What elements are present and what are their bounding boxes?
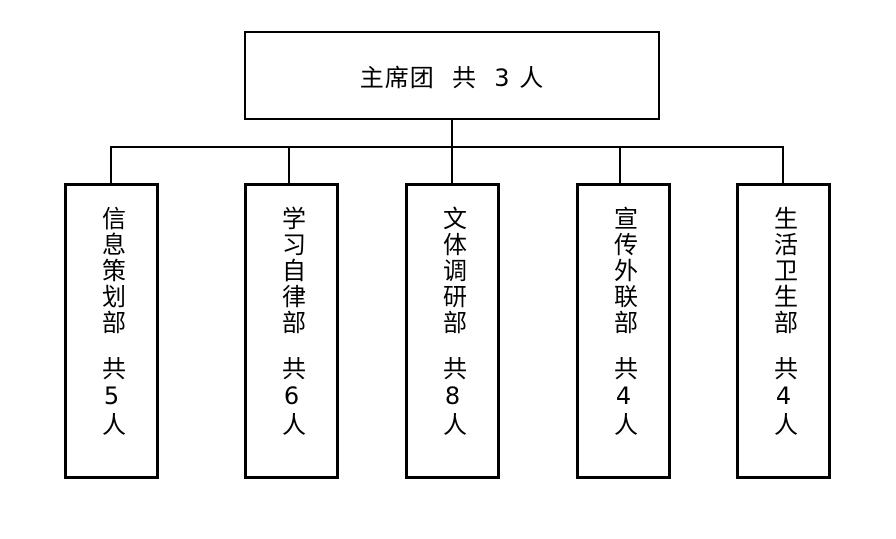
dept-node-study-discipline: 学习自律部 共6人	[244, 183, 339, 479]
dept-name: 宣传外联部	[609, 206, 638, 336]
dept-name: 信息策划部	[97, 206, 126, 336]
dept-member-count: 共4人	[609, 356, 638, 438]
root-node-label: 主席团 共 3 人	[359, 64, 545, 92]
dept-node-sports-research: 文体调研部 共8人	[405, 183, 500, 479]
dept-node-info-planning: 信息策划部 共5人	[64, 183, 159, 479]
dept-member-count: 共4人	[769, 356, 798, 438]
dept-name: 生活卫生部	[769, 206, 798, 336]
dept-node-life-hygiene: 生活卫生部 共4人	[736, 183, 831, 479]
dept-member-count: 共5人	[97, 356, 126, 438]
root-node-presidium: 主席团 共 3 人	[244, 31, 660, 120]
dept-name: 文体调研部	[438, 206, 467, 336]
dept-node-publicity-liaison: 宣传外联部 共4人	[576, 183, 671, 479]
dept-member-count: 共6人	[277, 356, 306, 438]
dept-name: 学习自律部	[277, 206, 306, 336]
dept-member-count: 共8人	[438, 356, 467, 438]
